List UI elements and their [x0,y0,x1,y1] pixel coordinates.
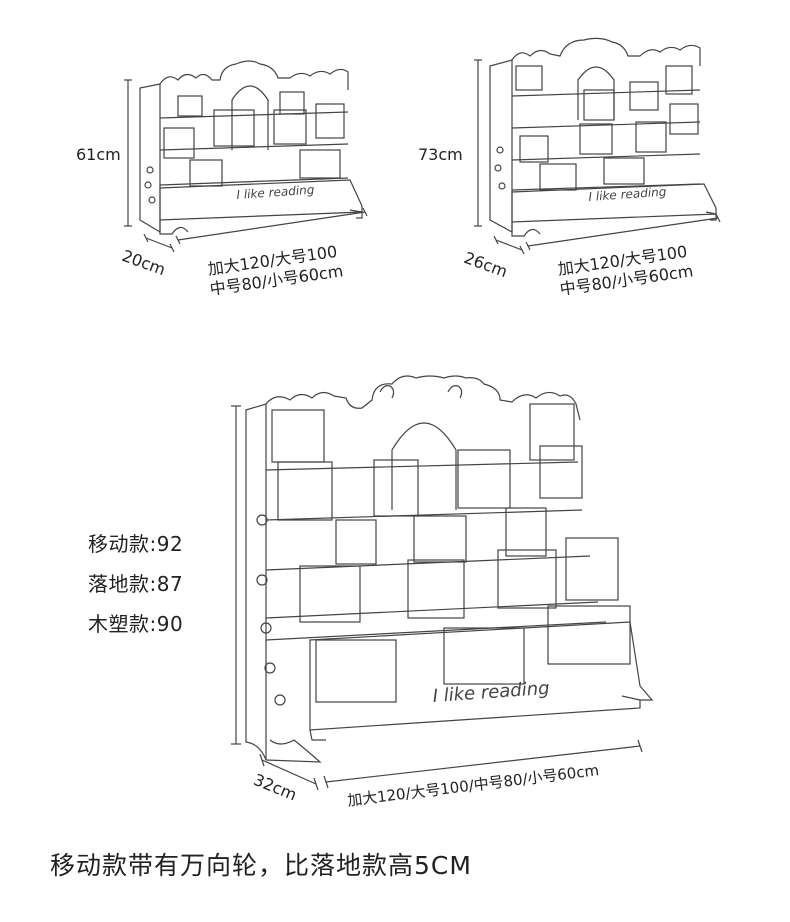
height-spec-list: 移动款:92 落地款:87 木塑款:90 [88,528,183,648]
small-height-label: 61cm [76,145,121,164]
large-shelf-drawing [231,375,654,791]
small-shelf-drawing [124,60,368,253]
height-spec-floor: 落地款:87 [88,572,184,596]
medium-height-label: 73cm [418,145,463,164]
height-spec-mobile: 移动款:92 [88,532,184,556]
medium-shelf-drawing [474,37,721,255]
height-spec-woodplastic: 木塑款:90 [88,612,184,636]
bottom-caption: 移动款带有万向轮，比落地款高5CM [50,851,472,880]
